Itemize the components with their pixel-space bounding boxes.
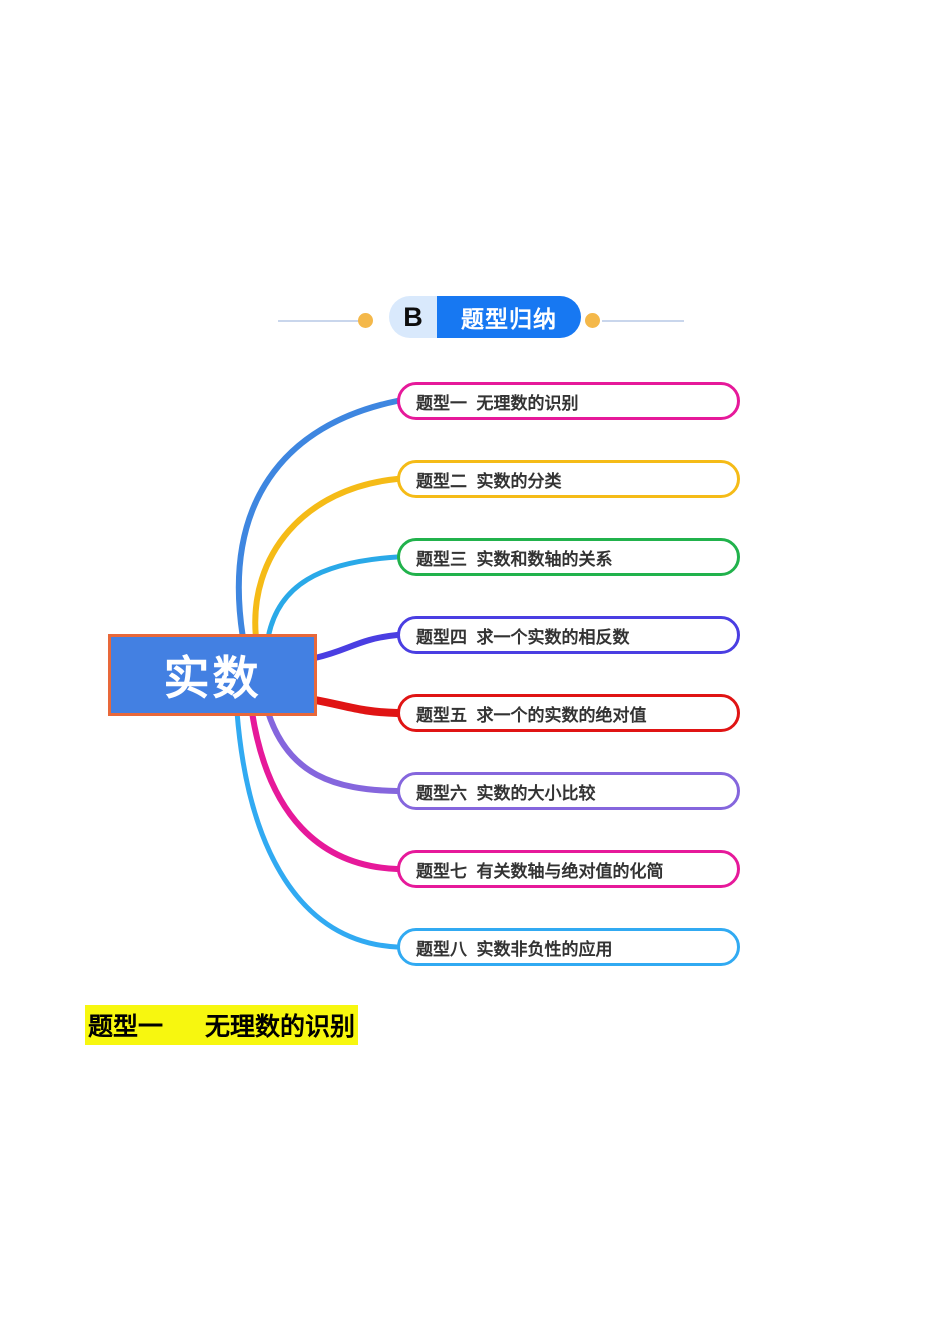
badge-title: 题型归纳 [437,296,581,338]
highlighted-heading: 题型一 无理数的识别 [85,1005,359,1045]
banner-line-left [278,320,360,322]
banner-dot-right [585,313,600,328]
section-heading: 题型一 无理数的识别 [85,1005,359,1045]
heading-text: 无理数的识别 [205,1013,356,1041]
mindmap-branch-5[interactable]: 题型五 求一个的实数的绝对值 [397,694,740,732]
heading-label: 题型一 [88,1013,164,1041]
badge-letter: B [389,296,437,338]
mindmap-branch-7[interactable]: 题型七 有关数轴与绝对值的化简 [397,850,740,888]
section-badge: B 题型归纳 [389,296,581,338]
mindmap-branch-8[interactable]: 题型八 实数非负性的应用 [397,928,740,966]
mindmap-root-node[interactable]: 实数 [108,634,317,716]
mindmap-branch-2[interactable]: 题型二 实数的分类 [397,460,740,498]
mindmap-branch-6[interactable]: 题型六 实数的大小比较 [397,772,740,810]
mindmap-branch-3[interactable]: 题型三 实数和数轴的关系 [397,538,740,576]
banner-dot-left [358,313,373,328]
banner-line-right [602,320,684,322]
mindmap-branch-4[interactable]: 题型四 求一个实数的相反数 [397,616,740,654]
mindmap-branch-1[interactable]: 题型一 无理数的识别 [397,382,740,420]
